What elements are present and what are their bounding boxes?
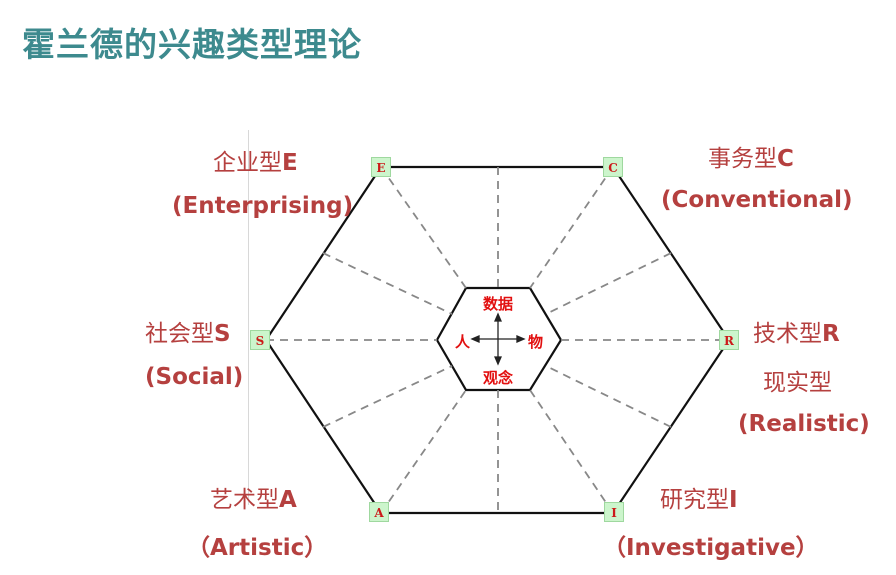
realistic-en-label: (Realistic) xyxy=(738,411,870,437)
enterprising-en-label: (Enterprising) xyxy=(172,193,354,219)
corner-c: C xyxy=(603,157,623,177)
realistic-alt-label: 现实型 xyxy=(763,370,832,396)
corner-r: R xyxy=(719,330,739,350)
social-en-label: (Social) xyxy=(145,364,244,390)
center-label-people: 人 xyxy=(455,333,471,351)
corner-a: A xyxy=(369,502,389,522)
social-label: 社会型S xyxy=(145,321,231,347)
artistic-en-label: （Artistic） xyxy=(187,535,328,561)
artistic-label: 艺术型A xyxy=(210,487,297,513)
conventional-en-label: (Conventional) xyxy=(661,187,853,213)
center-label-ideas: 观念 xyxy=(483,369,514,387)
page-title: 霍兰德的兴趣类型理论 xyxy=(22,25,362,64)
center-arrows xyxy=(470,312,526,366)
corner-e: E xyxy=(371,157,391,177)
center-label-data: 数据 xyxy=(483,295,514,313)
corner-i: I xyxy=(604,502,624,522)
conventional-label: 事务型C xyxy=(708,146,794,172)
investigative-label: 研究型I xyxy=(660,487,738,513)
center-label-things: 物 xyxy=(528,333,544,351)
corner-s: S xyxy=(250,330,270,350)
enterprising-label: 企业型E xyxy=(213,150,298,176)
investigative-en-label: （Investigative） xyxy=(603,535,819,561)
divider-line xyxy=(248,130,249,505)
dashed-spokes xyxy=(266,166,729,514)
realistic-label: 技术型R xyxy=(753,321,840,347)
